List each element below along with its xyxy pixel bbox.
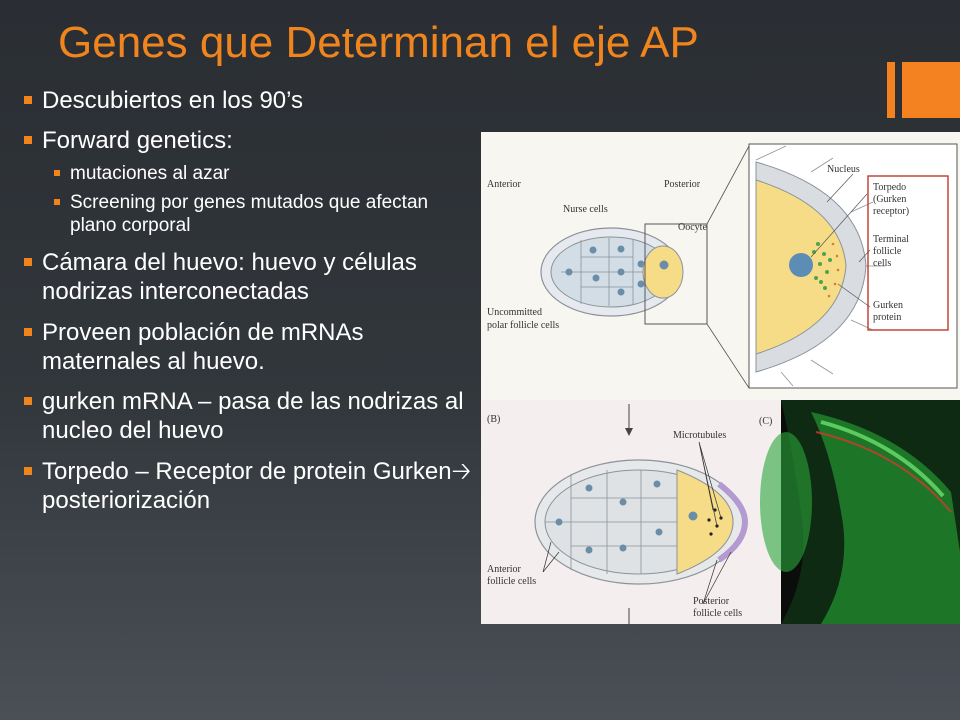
bullet-text: Torpedo – Receptor de protein Gurken🡢 po… — [42, 457, 472, 514]
label-posterior-follicle-2: follicle cells — [693, 608, 742, 619]
label-gurken-2: protein — [873, 312, 901, 323]
label-nucleus: Nucleus — [827, 164, 860, 175]
bullet-text: Descubiertos en los 90’s — [42, 87, 304, 114]
label-terminal-3: cells — [873, 258, 891, 269]
label-posterior: Posterior — [664, 179, 701, 190]
sub-bullet-marker-icon — [54, 169, 60, 176]
egg-chamber-figure: Anterior Nurse cells Posterior Oocyte Un… — [481, 132, 960, 624]
bullet-item: Proveen población de mRNAs maternales al… — [24, 318, 476, 377]
accent-bar-thick — [902, 62, 960, 118]
sub-bullet-marker-icon — [54, 198, 60, 205]
bullet-item: Torpedo – Receptor de protein Gurken🡢 po… — [24, 457, 476, 516]
bullet-text: Proveen población de mRNAs maternales al… — [42, 318, 364, 375]
bullet-item: Descubiertos en los 90’s — [24, 86, 476, 115]
accent-bar-thin — [887, 62, 895, 118]
label-panel-c: (C) — [759, 416, 772, 427]
label-uncommitted: Uncommitted — [487, 307, 542, 318]
label-terminal-2: follicle — [873, 246, 902, 257]
oocyte-zoom-diagram — [748, 143, 958, 389]
bottom-panel-b: (B) Microtubules Anterior follicle cells… — [481, 400, 781, 624]
label-anterior-follicle: Anterior — [487, 564, 522, 575]
sub-bullet-text: Screening por genes mutados que afectan … — [70, 191, 429, 236]
bullet-text: gurken mRNA – pasa de las nodrizas al nu… — [42, 388, 464, 445]
label-torpedo: Torpedo — [873, 182, 906, 193]
label-anterior-follicle-2: follicle cells — [487, 576, 536, 587]
label-torpedo-3: receptor) — [873, 206, 909, 217]
sub-bullet-item: Screening por genes mutados que afectan … — [24, 191, 476, 237]
label-panel-b: (B) — [487, 414, 500, 425]
label-gurken: Gurken — [873, 300, 903, 311]
label-torpedo-2: (Gurken — [873, 194, 906, 205]
bullet-marker-icon — [24, 258, 32, 267]
bullet-marker-icon — [24, 96, 32, 104]
label-anterior: Anterior — [487, 179, 522, 190]
bullet-item: Forward genetics: — [24, 126, 476, 155]
bullet-text: Forward genetics: — [42, 127, 233, 155]
label-microtubules: Microtubules — [673, 430, 726, 441]
bullet-text: Cámara del huevo: huevo y células nodriz… — [42, 249, 417, 306]
bullet-marker-icon — [24, 397, 32, 406]
sub-bullet-text: mutaciones al azar — [70, 162, 230, 184]
label-polar-follicle: polar follicle cells — [487, 320, 559, 331]
bullet-marker-icon — [24, 327, 32, 336]
slide-title: Genes que Determinan el eje AP — [58, 18, 699, 67]
label-nurse-cells: Nurse cells — [563, 204, 608, 215]
bullet-marker-icon — [24, 136, 32, 145]
bullet-item: gurken mRNA – pasa de las nodrizas al nu… — [24, 387, 476, 446]
bullet-marker-icon — [24, 466, 32, 475]
bullet-item: Cámara del huevo: huevo y células nodriz… — [24, 248, 476, 307]
label-oocyte: Oocyte — [678, 222, 707, 233]
sub-bullet-item: mutaciones al azar — [24, 162, 476, 185]
egg-chamber-diagram — [540, 145, 750, 389]
label-posterior-follicle: Posterior — [693, 596, 730, 607]
top-panel: Anterior Nurse cells Posterior Oocyte Un… — [481, 132, 960, 400]
bullet-list: Descubiertos en los 90’s Forward genetic… — [24, 86, 476, 515]
label-terminal: Terminal — [873, 234, 909, 245]
bottom-panel-c-micrograph: (C) — [759, 400, 960, 624]
